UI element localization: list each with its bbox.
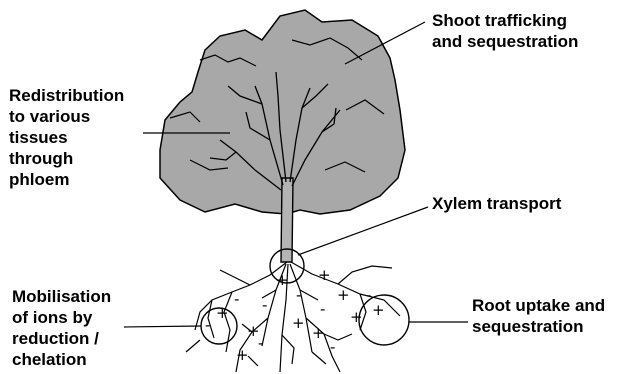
plus-marker: + bbox=[312, 324, 325, 342]
label-shoot-trafficking: Shoot trafficking and sequestration bbox=[432, 10, 578, 52]
minus-marker: - bbox=[234, 290, 239, 308]
label-line: Root uptake and bbox=[472, 295, 605, 316]
plus-marker: + bbox=[276, 271, 289, 289]
minus-marker: - bbox=[205, 316, 210, 334]
label-line: through bbox=[9, 148, 124, 169]
plus-marker: + bbox=[337, 286, 350, 304]
plus-marker: + bbox=[318, 266, 331, 284]
label-line: reduction / bbox=[12, 328, 111, 349]
minus-marker: - bbox=[296, 286, 301, 304]
mobilisation-leader-line bbox=[124, 326, 201, 327]
minus-marker: - bbox=[330, 338, 335, 356]
plus-marker: + bbox=[236, 346, 249, 364]
label-mobilisation: Mobilisation of ions by reduction / chel… bbox=[12, 286, 111, 370]
label-line: to various bbox=[9, 106, 124, 127]
plus-marker: + bbox=[350, 308, 363, 326]
label-line: of ions by bbox=[12, 307, 111, 328]
label-line: chelation bbox=[12, 349, 111, 370]
label-line: sequestration bbox=[472, 316, 605, 337]
plus-marker: + bbox=[216, 304, 229, 322]
plus-marker: + bbox=[292, 314, 305, 332]
label-line: and sequestration bbox=[432, 31, 578, 52]
minus-marker: - bbox=[366, 286, 371, 304]
minus-marker: - bbox=[262, 296, 267, 314]
label-redistribution: Redistribution to various tissues throug… bbox=[9, 85, 124, 190]
label-line: Mobilisation bbox=[12, 286, 111, 307]
minus-marker: - bbox=[258, 334, 263, 352]
label-root-uptake: Root uptake and sequestration bbox=[472, 295, 605, 337]
label-line: phloem bbox=[9, 169, 124, 190]
label-xylem-transport: Xylem transport bbox=[432, 193, 561, 214]
label-line: Shoot trafficking bbox=[432, 10, 578, 31]
label-line: Xylem transport bbox=[432, 193, 561, 214]
label-line: tissues bbox=[9, 127, 124, 148]
minus-marker: - bbox=[320, 300, 325, 318]
label-line: Redistribution bbox=[9, 85, 124, 106]
plus-marker: + bbox=[372, 301, 385, 319]
